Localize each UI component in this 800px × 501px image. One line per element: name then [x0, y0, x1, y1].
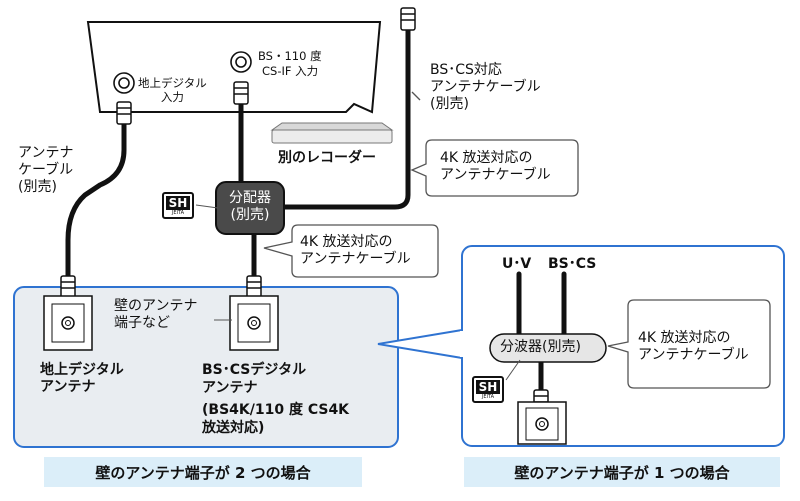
wall-terminal-note: 壁のアンテナ 端子など — [114, 298, 198, 331]
diplexer-icon — [489, 333, 607, 363]
bubble-4k-a — [410, 139, 579, 197]
bubble-4k-b-text: 4K 放送対応の アンテナケーブル — [300, 234, 411, 267]
caption-one-terminal: 壁のアンテナ端子が 1 つの場合 — [464, 457, 780, 487]
terrestrial-cable — [65, 115, 127, 281]
terrestrial-input-label: 地上デジタル 入力 — [138, 76, 207, 104]
sh-mark: SH — [166, 196, 190, 210]
splitter-label: 分配器 (別売) — [229, 190, 271, 223]
antenna-cable-label: アンテナ ケーブル (別売) — [18, 145, 74, 195]
bscs-antenna-line4: 放送対応) — [202, 420, 265, 436]
bubble-4k-a-text: 4K 放送対応の アンテナケーブル — [440, 150, 551, 183]
connector-icon — [233, 81, 249, 105]
sh-sub: JEITA — [171, 210, 185, 216]
sh-sub: JEITA — [481, 394, 495, 400]
bscs-antenna-line1: BS･CSデジタル — [202, 362, 307, 378]
bscs-cable-label: BS･CS対応 アンテナケーブル (別売) — [430, 62, 541, 112]
recorder-icon — [270, 122, 394, 144]
bscs-antenna-line2: アンテナ — [202, 380, 258, 396]
bubble-4k-b — [263, 224, 439, 278]
sh-mark: SH — [476, 380, 500, 394]
diplexer-label: 分波器(別売) — [500, 339, 581, 355]
cables — [65, 27, 567, 395]
bs-input-label-1: BS・110 度 — [258, 49, 322, 63]
recorder-label: 別のレコーダー — [278, 150, 376, 166]
connector-icon — [60, 275, 76, 299]
two-terminal-panel — [13, 286, 399, 448]
panel-pointer — [377, 329, 463, 359]
sh-logo-icon: SH JEITA — [472, 376, 504, 403]
bs-input-label-2: CS-IF 入力 — [262, 64, 319, 78]
connector-icon — [116, 101, 132, 125]
terrestrial-antenna-label: 地上デジタル アンテナ — [40, 362, 124, 395]
sh-logo-icon: SH JEITA — [162, 192, 194, 219]
recorder-cable — [279, 27, 411, 210]
bscs-label: BS･CS — [548, 256, 597, 272]
callout-bubbles — [263, 91, 771, 389]
connectors — [60, 7, 549, 413]
sh-pointer-2 — [505, 359, 521, 381]
tv-input-jacks — [113, 51, 252, 94]
bubble-4k-c — [607, 299, 771, 389]
sh-pointer — [195, 204, 219, 209]
bubble-4k-c-text: 4K 放送対応の アンテナケーブル — [638, 330, 749, 363]
wall-terminals — [43, 295, 567, 445]
connector-icon — [246, 275, 262, 299]
uv-label: U･V — [502, 256, 532, 272]
caption-two-terminals: 壁のアンテナ端子が 2 つの場合 — [44, 457, 362, 487]
bscs-antenna-line3: (BS4K/110 度 CS4K — [202, 402, 350, 418]
connector-icon — [400, 7, 416, 31]
